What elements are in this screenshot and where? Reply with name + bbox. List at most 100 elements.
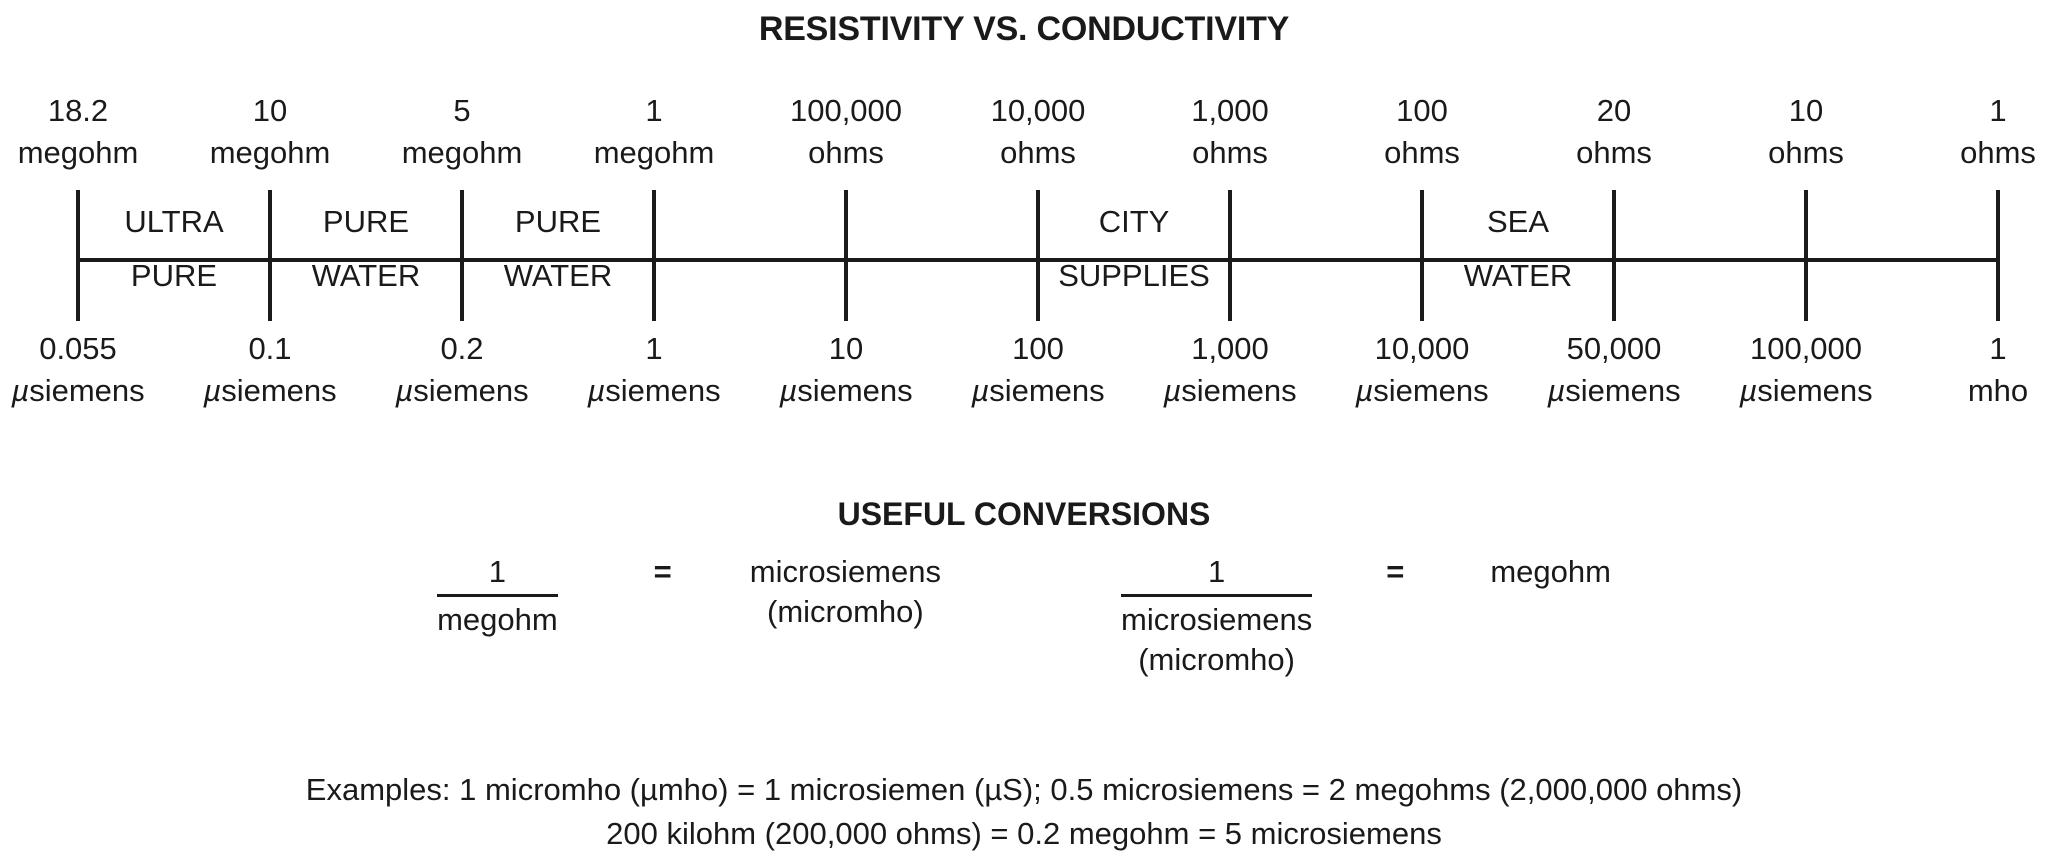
useful-conversions-heading: USEFUL CONVERSIONS [837, 496, 1211, 532]
conductivity-value-8: 50,000 [1566, 331, 1662, 366]
conductivity-value-6: 1,000 [1191, 331, 1269, 366]
conversion-2-result: megohm [1490, 552, 1611, 592]
resistivity-label-8: 20 ohms [1504, 90, 1724, 174]
resistivity-label-1: 10 megohm [160, 90, 380, 174]
axis-tick-7 [1420, 190, 1424, 321]
water-band-2-lower: WATER [503, 258, 613, 293]
conductivity-unit-8: µsiemens [1547, 373, 1681, 408]
axis-tick-9 [1804, 190, 1808, 321]
axis-tick-2 [460, 190, 464, 321]
axis-tick-0 [76, 190, 80, 321]
fraction-1-denominator-line1: megohm [437, 602, 558, 637]
fraction-2: 1 microsiemens (micromho) [1121, 552, 1313, 680]
water-band-3-upper: CITY [1098, 204, 1170, 239]
axis-tick-1 [268, 190, 272, 321]
water-band-4-lower: WATER [1463, 258, 1573, 293]
equals-sign-1: = [653, 554, 672, 589]
resistivity-value-10: 1 [1989, 93, 2007, 128]
water-band-3: CITY SUPPLIES [1038, 205, 1230, 301]
resistivity-value-8: 20 [1596, 93, 1632, 128]
water-band-3-lower: SUPPLIES [1058, 258, 1210, 293]
resistivity-unit-7: ohms [1384, 135, 1460, 170]
water-band-0: ULTRA PURE [78, 205, 270, 301]
conductivity-unit-10: mho [1967, 373, 2029, 408]
conductivity-unit-0: µsiemens [11, 373, 145, 408]
resistivity-value-1: 10 [252, 93, 288, 128]
axis-tick-8 [1612, 190, 1616, 321]
examples-block: Examples: 1 micromho (µmho) = 1 microsie… [0, 768, 2048, 856]
water-band-0-upper: ULTRA [124, 204, 224, 239]
fraction-2-numerator: 1 [1121, 552, 1313, 597]
resistivity-unit-1: megohm [209, 135, 331, 170]
fraction-2-denominator-line1: microsiemens [1121, 602, 1313, 637]
conductivity-unit-2: µsiemens [395, 373, 529, 408]
water-band-0-lower: PURE [130, 258, 218, 293]
water-band-4-upper: SEA [1486, 204, 1550, 239]
conversion-item-2: 1 microsiemens (micromho) = megohm [1121, 552, 1611, 680]
examples-line-2: 200 kilohm (200,000 ohms) = 0.2 megohm =… [606, 816, 1442, 851]
axis-tick-5 [1036, 190, 1040, 321]
page-title: RESISTIVITY VS. CONDUCTIVITY [758, 10, 1290, 48]
conductivity-label-10: 1 mho [1883, 328, 2048, 412]
conductivity-label-0: 0.055 µsiemens [0, 328, 193, 412]
conductivity-unit-9: µsiemens [1739, 373, 1873, 408]
conversion-2-result-line1: megohm [1490, 554, 1611, 589]
water-band-4: SEA WATER [1422, 205, 1614, 301]
resistivity-label-5: 10,000 ohms [928, 90, 1148, 174]
resistivity-unit-8: ohms [1576, 135, 1652, 170]
resistivity-value-2: 5 [453, 93, 471, 128]
resistivity-unit-3: megohm [593, 135, 715, 170]
conductivity-value-1: 0.1 [248, 331, 292, 366]
resistivity-value-9: 10 [1788, 93, 1824, 128]
conversion-item-1: 1 megohm = microsiemens (micromho) [437, 552, 941, 640]
water-band-1-lower: WATER [311, 258, 421, 293]
resistivity-unit-10: ohms [1960, 135, 2036, 170]
axis-tick-4 [844, 190, 848, 321]
resistivity-label-7: 100 ohms [1312, 90, 1532, 174]
conductivity-label-4: 10 µsiemens [731, 328, 961, 412]
conductivity-unit-3: µsiemens [587, 373, 721, 408]
conductivity-value-4: 10 [828, 331, 864, 366]
fraction-1-denominator: megohm [437, 597, 558, 640]
axis-tick-10 [1996, 190, 2000, 321]
resistivity-value-7: 100 [1396, 93, 1448, 128]
conductivity-value-9: 100,000 [1749, 331, 1863, 366]
conductivity-value-0: 0.055 [39, 331, 117, 366]
conductivity-value-7: 10,000 [1374, 331, 1470, 366]
resistivity-unit-6: ohms [1192, 135, 1268, 170]
conductivity-label-6: 1,000 µsiemens [1115, 328, 1345, 412]
resistivity-value-5: 10,000 [990, 93, 1086, 128]
resistivity-unit-9: ohms [1768, 135, 1844, 170]
resistivity-label-10: 1 ohms [1888, 90, 2048, 174]
fraction-1-numerator: 1 [437, 552, 558, 597]
water-band-1: PURE WATER [270, 205, 462, 301]
conversion-1-result: microsiemens (micromho) [750, 552, 941, 632]
water-band-1-upper: PURE [322, 204, 410, 239]
conductivity-label-8: 50,000 µsiemens [1499, 328, 1729, 412]
resistivity-value-6: 1,000 [1191, 93, 1269, 128]
conversions-row: 1 megohm = microsiemens (micromho) 1 mic… [0, 552, 2048, 680]
conductivity-unit-4: µsiemens [779, 373, 913, 408]
resistivity-unit-5: ohms [1000, 135, 1076, 170]
resistivity-label-9: 10 ohms [1696, 90, 1916, 174]
conversion-1-result-line1: microsiemens [749, 554, 941, 589]
resistivity-unit-0: megohm [17, 135, 139, 170]
conductivity-value-5: 100 [1012, 331, 1064, 366]
conductivity-unit-6: µsiemens [1163, 373, 1297, 408]
fraction-2-denominator-line2: (micromho) [1138, 642, 1295, 677]
resistivity-unit-4: ohms [808, 135, 884, 170]
conductivity-unit-7: µsiemens [1355, 373, 1489, 408]
conductivity-label-9: 100,000 µsiemens [1691, 328, 1921, 412]
resistivity-value-4: 100,000 [789, 93, 903, 128]
conductivity-value-3: 1 [645, 331, 663, 366]
conductivity-value-10: 1 [1989, 331, 2007, 366]
examples-line-1: Examples: 1 micromho (µmho) = 1 microsie… [305, 772, 1743, 807]
conductivity-label-7: 10,000 µsiemens [1307, 328, 1537, 412]
